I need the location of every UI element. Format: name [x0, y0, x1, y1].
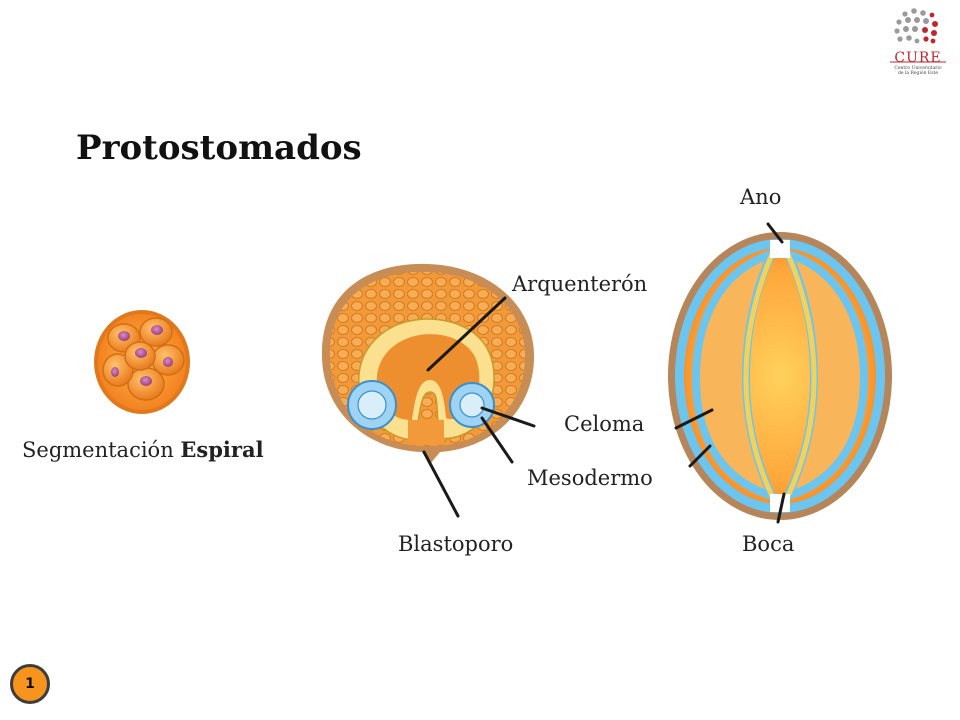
protostome-body-section — [668, 232, 892, 520]
ano-leader — [766, 222, 784, 244]
mesodermo-adult-leader — [688, 444, 712, 468]
mesodermo-label: Mesodermo — [527, 466, 653, 490]
celoma-adult-leader — [674, 408, 714, 430]
logo-subtitle-1: Centro Universitario — [894, 66, 942, 71]
segmentation-label: Segmentación Espiral — [22, 437, 264, 462]
cure-logo: CURE Centro Universitario de la Región E… — [886, 50, 950, 76]
arquenteron-label: Arquenterón — [512, 272, 648, 296]
slide-title: Protostomados — [76, 128, 362, 168]
gastrula-embryo — [321, 263, 535, 464]
leader-lines — [422, 222, 786, 524]
blastoporo-label: Blastoporo — [398, 532, 514, 556]
boca-leader — [776, 492, 786, 524]
page-number-badge: 1 — [10, 664, 50, 704]
spiral-segmentation-embryo — [94, 310, 190, 414]
segmentation-bold: Espiral — [180, 437, 264, 462]
arquenteron-leader — [426, 296, 507, 372]
logo-subtitle-2: de la Región Este — [897, 71, 938, 76]
segmentation-prefix: Segmentación — [22, 438, 174, 462]
cure-logo-icon — [894, 8, 938, 44]
mesodermo-leader — [480, 416, 514, 464]
blastoporo-leader — [422, 450, 460, 518]
ano-label: Ano — [740, 185, 782, 209]
celoma-label: Celoma — [564, 412, 645, 436]
logo-name: CURE — [894, 50, 942, 66]
celoma-leader — [480, 406, 536, 428]
boca-label: Boca — [742, 532, 795, 556]
